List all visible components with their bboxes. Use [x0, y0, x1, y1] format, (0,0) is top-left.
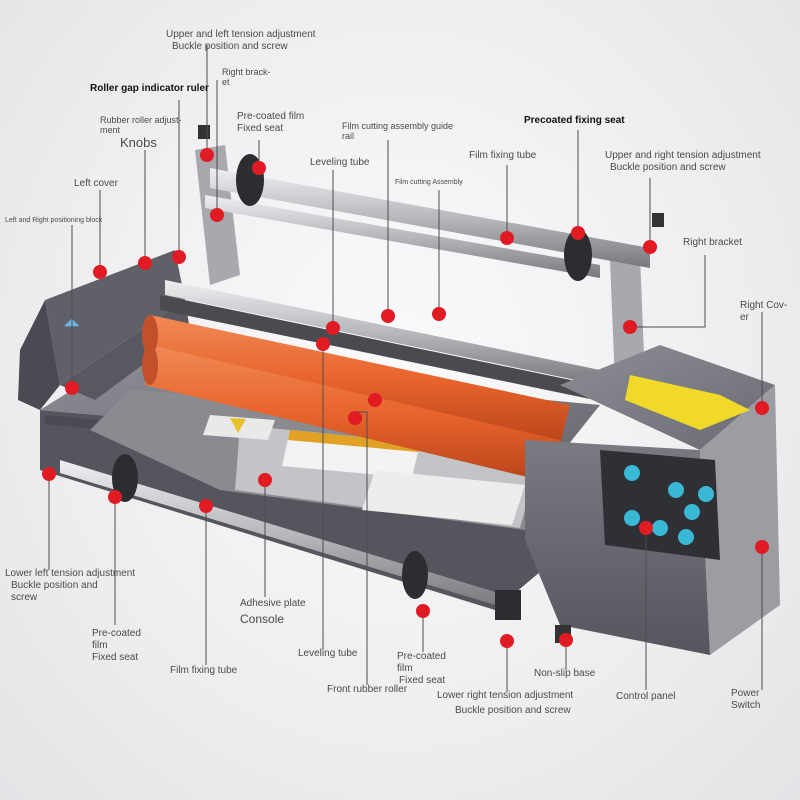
label-film-cutting-assembly: Film cutting Assembly: [395, 179, 463, 186]
label-leveling-tube-bottom: Leveling tube: [298, 648, 358, 659]
panel-button-icon: [624, 465, 640, 481]
panel-button-icon: [668, 482, 684, 498]
label-film-fixing-tube-bottom: Film fixing tube: [170, 665, 238, 676]
label-right-cover: Right Cov- er: [740, 300, 788, 323]
panel-button-icon: [684, 504, 700, 520]
label-rubber-roller-knobs: Rubber roller adjust- ment Knobs: [100, 115, 182, 150]
label-leveling-tube-top: Leveling tube: [310, 157, 370, 168]
lower-tube: [60, 454, 571, 643]
label-non-slip-base: Non-slip base: [534, 668, 596, 679]
label-lower-right-tension: Lower right tension adjustment Buckle po…: [437, 690, 574, 716]
label-film-fixing-tube-top: Film fixing tube: [469, 150, 537, 161]
top-tubes: [205, 154, 650, 281]
label-precoated-film-bottom-left: Pre-coated film Fixed seat: [92, 628, 141, 663]
label-left-cover: Left cover: [74, 178, 118, 189]
label-precoated-fixing-seat: Precoated fixing seat: [524, 115, 625, 126]
label-precoated-film-top: Pre-coated film Fixed seat: [237, 111, 305, 134]
label-adhesive-plate: Adhesive plate Console: [240, 598, 306, 626]
label-positioning-block: Left and Right positioning block: [5, 217, 103, 224]
markers: [42, 148, 769, 648]
label-upper-right-tension: Upper and right tension adjustment Buckl…: [605, 150, 761, 173]
label-upper-left-tension: Upper and left tension adjustment Buckle…: [166, 29, 316, 52]
label-power-switch: Power Switch: [731, 688, 761, 711]
label-film-cutting-rail: Film cutting assembly guide rail: [342, 121, 454, 141]
right-housing: [525, 345, 780, 655]
label-front-rubber-roller: Front rubber roller: [327, 684, 408, 695]
hot-surface-warning-icon: [230, 418, 246, 433]
panel-button-icon: [652, 520, 668, 536]
panel-button-icon: [624, 510, 640, 526]
label-right-bracket: Right bracket: [683, 237, 742, 248]
label-right-bracket-top: Right brack- et: [222, 67, 271, 87]
label-roller-gap-ruler: Roller gap indicator ruler: [90, 83, 209, 94]
label-control-panel: Control panel: [616, 691, 676, 702]
label-precoated-film-bottom-mid: Pre-coated film Fixed seat: [397, 651, 446, 686]
panel-button-icon: [678, 529, 694, 545]
rollers: [142, 280, 600, 482]
panel-button-icon: [698, 486, 714, 502]
label-lower-left-tension: Lower left tension adjustment Buckle pos…: [5, 568, 136, 603]
